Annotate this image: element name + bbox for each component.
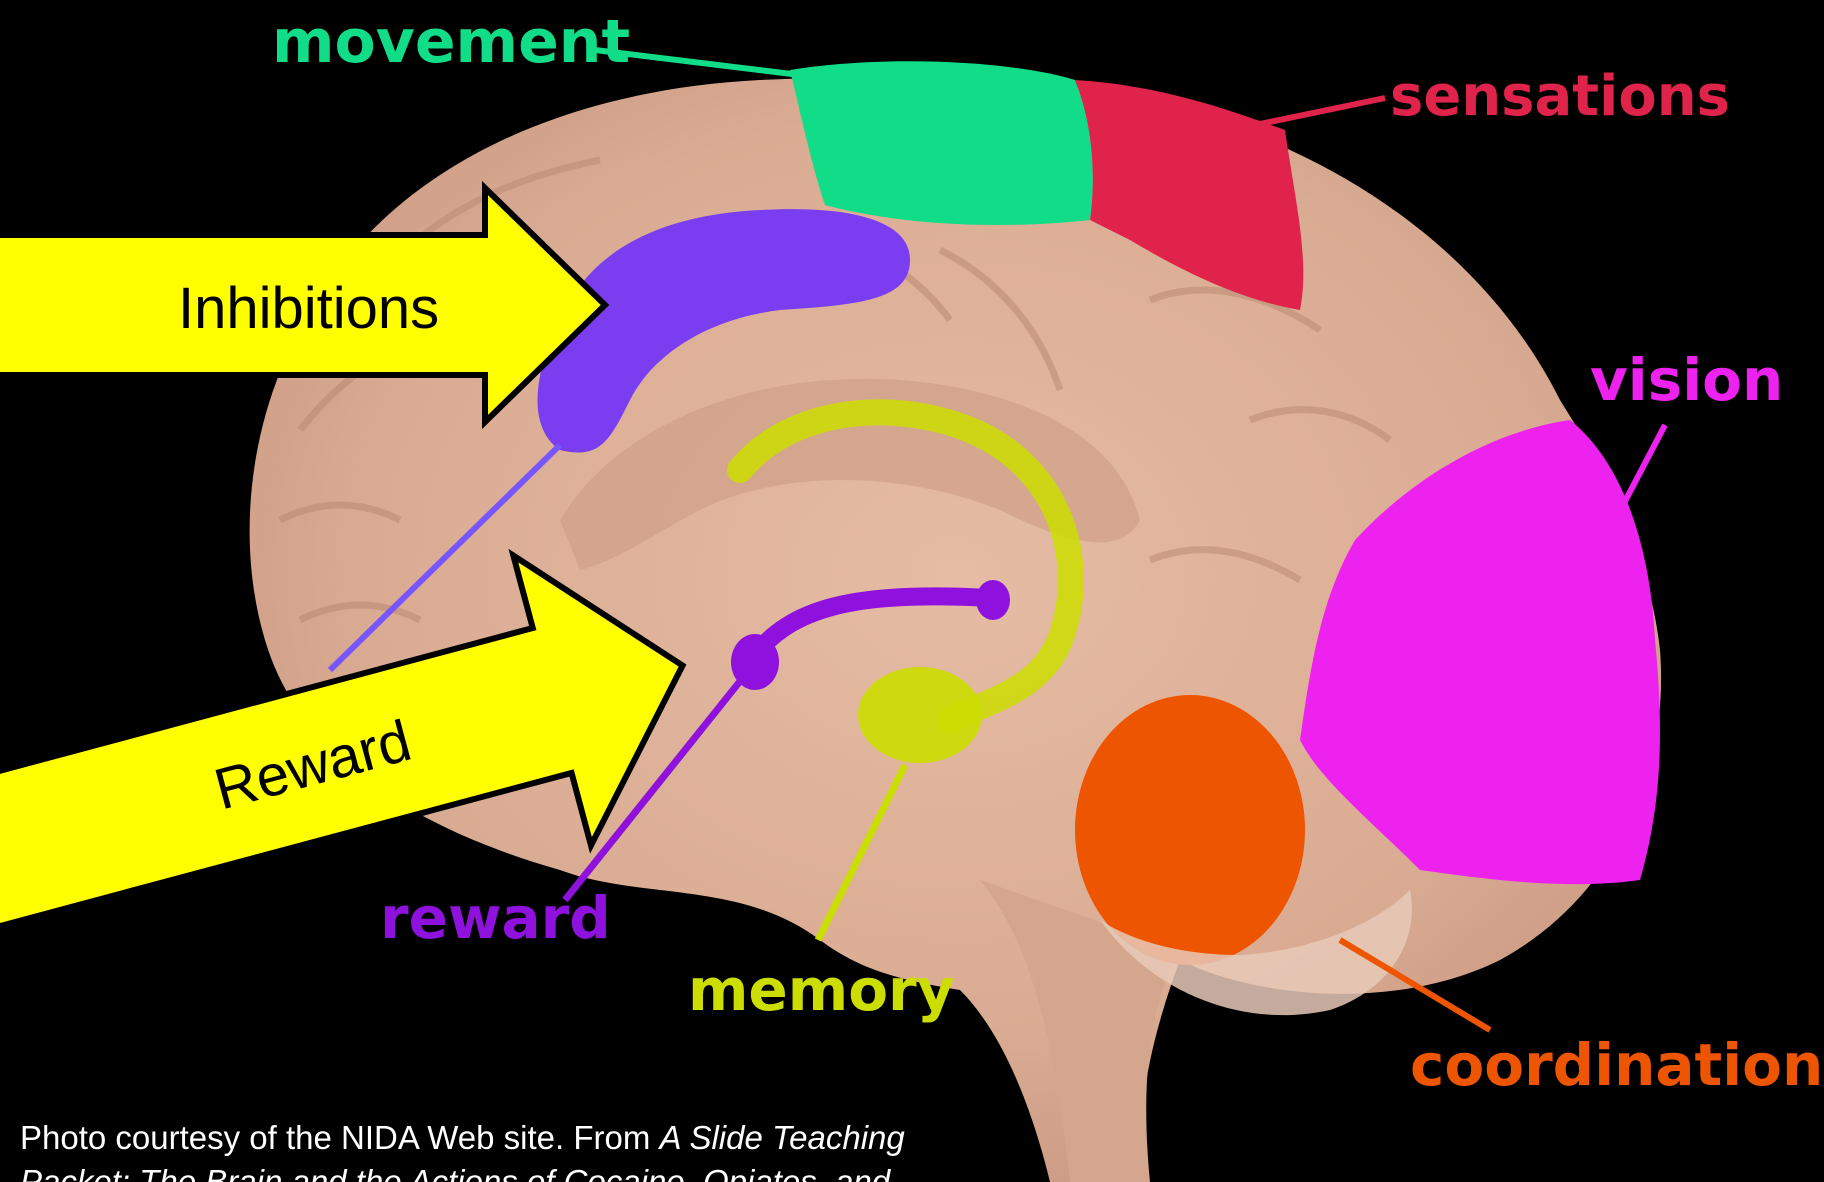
sensations-leader — [1255, 98, 1385, 125]
memory-body — [858, 667, 982, 763]
movement-region — [790, 61, 1093, 225]
coordination-region — [1075, 695, 1305, 965]
caption-prefix: Photo courtesy of the NIDA Web site. Fro… — [20, 1119, 660, 1156]
vision-leader — [1610, 425, 1665, 530]
memory-label: memory — [688, 956, 954, 1024]
sensations-label: sensations — [1390, 64, 1730, 129]
inhibitions-arrow-label: Inhibitions — [178, 276, 439, 341]
reward-label: reward — [380, 884, 611, 952]
movement-label: movement — [272, 7, 630, 77]
photo-caption: Photo courtesy of the NIDA Web site. Fro… — [20, 1116, 980, 1182]
reward-bulb-right — [976, 580, 1010, 620]
vision-label: vision — [1590, 346, 1783, 414]
coordination-label: coordination — [1410, 1031, 1823, 1099]
